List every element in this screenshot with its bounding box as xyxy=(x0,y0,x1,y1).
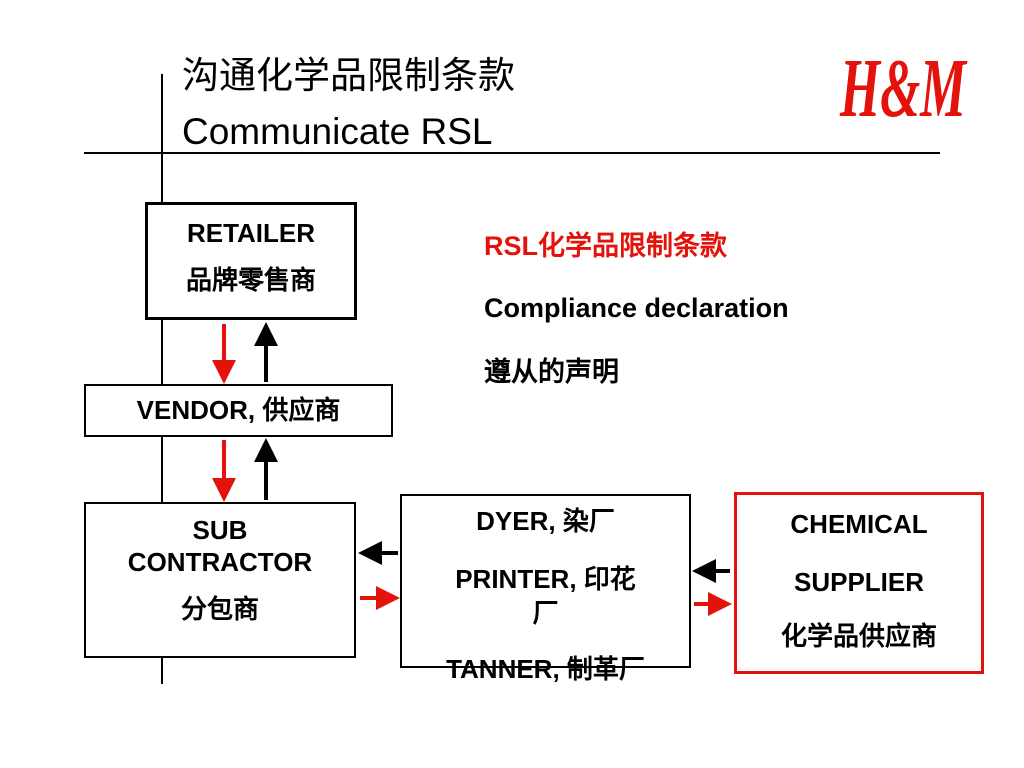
page-title-en: Communicate RSL xyxy=(182,111,493,152)
dyer-line4: TANNER, 制革厂 xyxy=(446,654,645,684)
compliance-annotation: Compliance declaration xyxy=(484,293,789,323)
retailer-label-cn: 品牌零售商 xyxy=(185,265,316,295)
rsl-annotation: RSL化学品限制条款 xyxy=(484,231,727,261)
vendor-box: VENDOR, 供应商 xyxy=(84,384,393,437)
vertical-rule xyxy=(161,74,163,684)
page-title-cn: 沟通化学品限制条款 xyxy=(182,55,515,96)
dyer-line2: PRINTER, 印花 xyxy=(455,564,636,594)
sub-contractor-line2: CONTRACTOR xyxy=(127,547,313,577)
hm-logo-text: H&M xyxy=(839,42,968,128)
retailer-label-en: RETAILER xyxy=(186,218,316,248)
horizontal-rule xyxy=(84,152,940,154)
sub-contractor-line1: SUB xyxy=(192,515,248,545)
dyer-line3: 厂 xyxy=(532,598,559,628)
vendor-label: VENDOR, 供应商 xyxy=(136,395,341,425)
dyer-line1: DYER, 染厂 xyxy=(476,506,615,536)
chemical-cn: 化学品供应商 xyxy=(780,621,937,651)
dyer-printer-tanner-box xyxy=(400,494,691,668)
retailer-box: RETAILER 品牌零售商 xyxy=(145,202,357,320)
chemical-supplier-box: CHEMICAL SUPPLIER 化学品供应商 xyxy=(734,492,984,674)
sub-contractor-box: SUB CONTRACTOR 分包商 xyxy=(84,502,356,658)
compliance-annotation-cn: 遵从的声明 xyxy=(484,357,619,387)
sub-contractor-cn: 分包商 xyxy=(180,594,259,624)
chemical-line2: SUPPLIER xyxy=(793,567,925,597)
chemical-line1: CHEMICAL xyxy=(790,509,928,539)
hm-logo: H&M xyxy=(839,42,968,128)
dyer-text-group: DYER, 染厂 PRINTER, 印花 厂 TANNER, 制革厂 xyxy=(400,504,691,686)
